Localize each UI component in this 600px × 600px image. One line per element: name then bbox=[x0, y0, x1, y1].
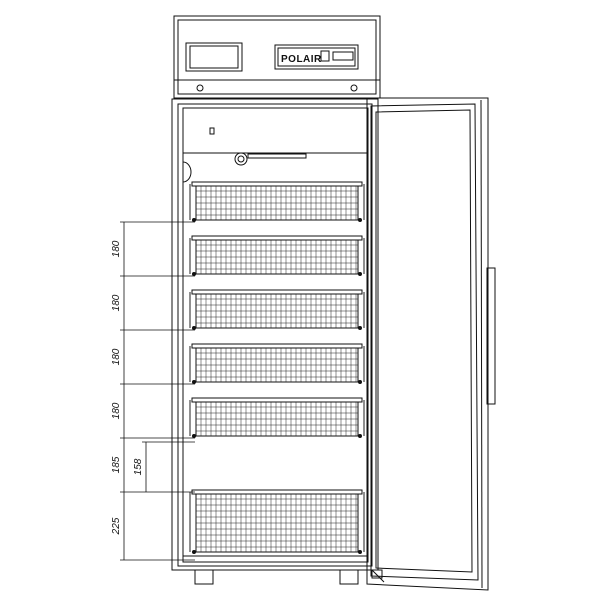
control-panel-inner bbox=[277, 47, 356, 67]
thermostat-dial-center bbox=[237, 155, 245, 163]
control-panel bbox=[274, 44, 359, 70]
wire-basket bbox=[189, 235, 365, 276]
wire-basket bbox=[189, 489, 365, 554]
dimension-label-4: 180 bbox=[111, 402, 122, 419]
basket-rim bbox=[191, 235, 363, 241]
dimension-lines bbox=[120, 221, 195, 561]
basket-clip bbox=[358, 550, 362, 554]
basket-clip bbox=[192, 272, 196, 276]
cabinet-outer bbox=[171, 98, 379, 571]
right-foot bbox=[339, 569, 359, 585]
basket-clip bbox=[358, 380, 362, 384]
controller-slot bbox=[332, 51, 354, 61]
drain-outlet-arc bbox=[182, 161, 192, 183]
door-outer-frame bbox=[366, 97, 489, 591]
left-lock-knob bbox=[196, 84, 204, 92]
basket-clip bbox=[192, 326, 196, 330]
thermostat-dial bbox=[234, 152, 248, 166]
dimension-label-5: 185 bbox=[111, 456, 122, 473]
wire-basket bbox=[189, 343, 365, 384]
door-handle bbox=[486, 267, 496, 405]
basket-clip bbox=[358, 218, 362, 222]
door-hinge bbox=[371, 569, 383, 579]
right-lock-knob bbox=[350, 84, 358, 92]
wire-basket bbox=[189, 289, 365, 330]
wire-basket bbox=[189, 181, 365, 222]
basket-clip bbox=[192, 218, 196, 222]
dimension-label-2: 180 bbox=[111, 294, 122, 311]
dimension-label-1: 180 bbox=[111, 240, 122, 257]
basket-rim bbox=[191, 397, 363, 403]
door-glass-pane bbox=[375, 109, 473, 573]
basket-clip bbox=[358, 434, 362, 438]
cabinet-body bbox=[171, 98, 385, 585]
display-window-inner bbox=[189, 45, 239, 69]
door-glass-frame bbox=[370, 103, 479, 581]
interior-light-sensor bbox=[209, 127, 215, 135]
basket-rim bbox=[191, 289, 363, 295]
indicator-square bbox=[320, 50, 330, 62]
door-edge-line bbox=[480, 99, 483, 589]
basket-clip bbox=[192, 434, 196, 438]
basket-clip bbox=[358, 326, 362, 330]
evaporator-vent bbox=[247, 153, 307, 159]
dimension-label-3: 180 bbox=[111, 348, 122, 365]
basket-clip bbox=[358, 272, 362, 276]
cabinet-wall bbox=[177, 103, 373, 567]
top-unit-outer bbox=[173, 15, 381, 99]
wire-basket bbox=[189, 397, 365, 438]
basket-rim bbox=[191, 489, 363, 495]
basket-rim bbox=[191, 181, 363, 187]
top-unit-inner bbox=[177, 19, 377, 95]
top-control-unit bbox=[173, 15, 381, 99]
dimension-label-7: 225 bbox=[111, 517, 122, 535]
basket-rim bbox=[191, 343, 363, 349]
dimension-label-6: 158 bbox=[133, 458, 144, 475]
basket-clip bbox=[192, 380, 196, 384]
display-window bbox=[185, 42, 243, 72]
basket-clip bbox=[192, 550, 196, 554]
wire-baskets bbox=[189, 181, 365, 554]
cabinet-interior bbox=[182, 107, 369, 563]
left-foot bbox=[194, 569, 214, 585]
logo-text: POLAIR bbox=[281, 54, 322, 65]
open-glass-door bbox=[366, 97, 496, 591]
